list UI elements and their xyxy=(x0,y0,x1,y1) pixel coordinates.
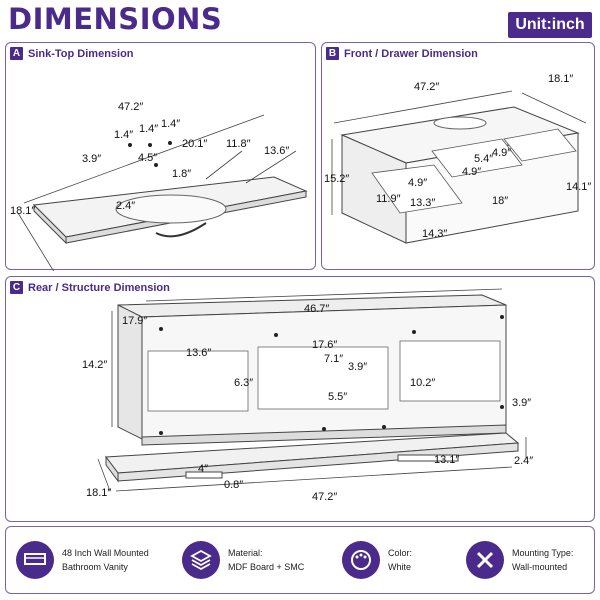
dim-c-c3: 7.1″ xyxy=(324,353,344,365)
dim-b-side-height: 14.1″ xyxy=(566,181,592,193)
panel-sink-top: A Sink-Top Dimension 47.2″ 1.4″ 1.4″ 1.4… xyxy=(5,42,316,271)
spec-size-line1: 48 Inch Wall Mounted xyxy=(62,548,149,558)
layers-icon xyxy=(182,541,220,579)
spec-size-line2: Bathroom Vanity xyxy=(62,562,128,572)
spec-item-mounting: Mounting Type: Wall-mounted xyxy=(466,527,573,593)
dim-c-base-height: 2.4″ xyxy=(514,455,534,467)
dim-a-hole3: 1.4″ xyxy=(161,118,181,130)
dim-a-hole2: 1.4″ xyxy=(139,123,159,135)
spec-mounting-line1: Mounting Type: xyxy=(512,548,574,558)
dim-b-depth: 18.1″ xyxy=(548,73,574,85)
unit-badge: Unit:inch xyxy=(508,12,592,38)
dim-c-slot: 4″ xyxy=(198,463,209,475)
dim-a-drain: 4.5″ xyxy=(138,152,158,164)
panel-c-tag: C xyxy=(10,281,23,294)
panel-c-header: C Rear / Structure Dimension xyxy=(10,281,170,294)
panel-rear-structure: C Rear / Structure Dimension xyxy=(5,276,595,522)
spec-color-line2: White xyxy=(388,562,412,572)
panel-b-tag: B xyxy=(326,47,339,60)
dim-c-top-depth: 17.9″ xyxy=(122,315,148,327)
dim-a-front: 2.4″ xyxy=(116,200,136,212)
panel-b-title: Front / Drawer Dimension xyxy=(344,47,478,60)
dim-c-base-width: 47.2″ xyxy=(312,491,338,503)
dim-b-width: 47.2″ xyxy=(414,81,440,93)
dim-b-d5: 11.9″ xyxy=(376,193,401,205)
spec-item-material: Material: MDF Board + SMC xyxy=(182,527,304,593)
dim-a-left-offset: 3.9″ xyxy=(82,153,102,165)
dim-c-c4: 3.9″ xyxy=(348,361,368,373)
dim-c-rail: 13.1″ xyxy=(434,454,460,466)
dim-c-height: 14.2″ xyxy=(82,359,108,371)
palette-icon xyxy=(342,541,380,579)
panel-front-drawer: B Front / Drawer Dimension 47.2″ 18.1″ 1… xyxy=(321,42,595,270)
panel-a-tag: A xyxy=(10,47,23,60)
dim-b-d6: 13.3″ xyxy=(410,197,436,209)
panel-a-header: A Sink-Top Dimension xyxy=(10,47,134,60)
tools-icon xyxy=(466,541,504,579)
dim-b-d4: 4.9″ xyxy=(492,147,512,159)
dim-a-width: 47.2″ xyxy=(118,101,144,113)
page-title: DIMENSIONS xyxy=(8,2,223,36)
dim-a-depth: 18.1″ xyxy=(10,205,36,217)
dim-a-hole1: 1.4″ xyxy=(114,129,134,141)
spec-color-line1: Color: xyxy=(388,548,413,558)
dim-a-basin-width: 20.1″ xyxy=(182,138,208,150)
dim-b-d7: 14.3″ xyxy=(422,228,448,240)
panel-c-title: Rear / Structure Dimension xyxy=(28,281,170,294)
dim-b-height: 15.2″ xyxy=(324,173,350,185)
spec-material-line1: Material: xyxy=(228,548,263,558)
sink-top-drawing xyxy=(17,114,308,271)
dim-c-c5: 6.3″ xyxy=(234,377,254,389)
dim-a-drain-depth: 1.8″ xyxy=(172,168,192,180)
dim-c-c7: 10.2″ xyxy=(410,377,436,389)
spec-mounting-line2: Wall-mounted xyxy=(512,562,568,572)
dim-c-c2: 17.6″ xyxy=(312,339,338,351)
panel-b-header: B Front / Drawer Dimension xyxy=(326,47,478,60)
dim-a-right-offset: 13.6″ xyxy=(264,145,290,157)
dim-a-basin-depth: 11.8″ xyxy=(226,138,251,150)
front-drawer-drawing xyxy=(331,90,587,244)
dim-c-c6: 5.5″ xyxy=(328,391,348,403)
rear-structure-drawing xyxy=(97,288,527,492)
dim-c-slot-thickness: 0.8″ xyxy=(224,479,244,491)
dim-c-width: 46.7″ xyxy=(304,303,330,315)
spec-material-line2: MDF Board + SMC xyxy=(228,562,305,572)
spec-item-color: Color: White xyxy=(342,527,412,593)
vanity-icon xyxy=(16,541,54,579)
panel-a-title: Sink-Top Dimension xyxy=(28,47,134,60)
dim-c-base-depth: 18.1″ xyxy=(86,487,112,499)
dim-b-d2: 4.9″ xyxy=(462,166,482,178)
dim-b-d8: 18″ xyxy=(492,195,509,207)
dim-c-c1: 13.6″ xyxy=(186,347,212,359)
dim-c-c8: 3.9″ xyxy=(512,397,532,409)
dim-b-d1: 4.9″ xyxy=(408,177,428,189)
dim-b-d3: 5.4″ xyxy=(474,153,494,165)
